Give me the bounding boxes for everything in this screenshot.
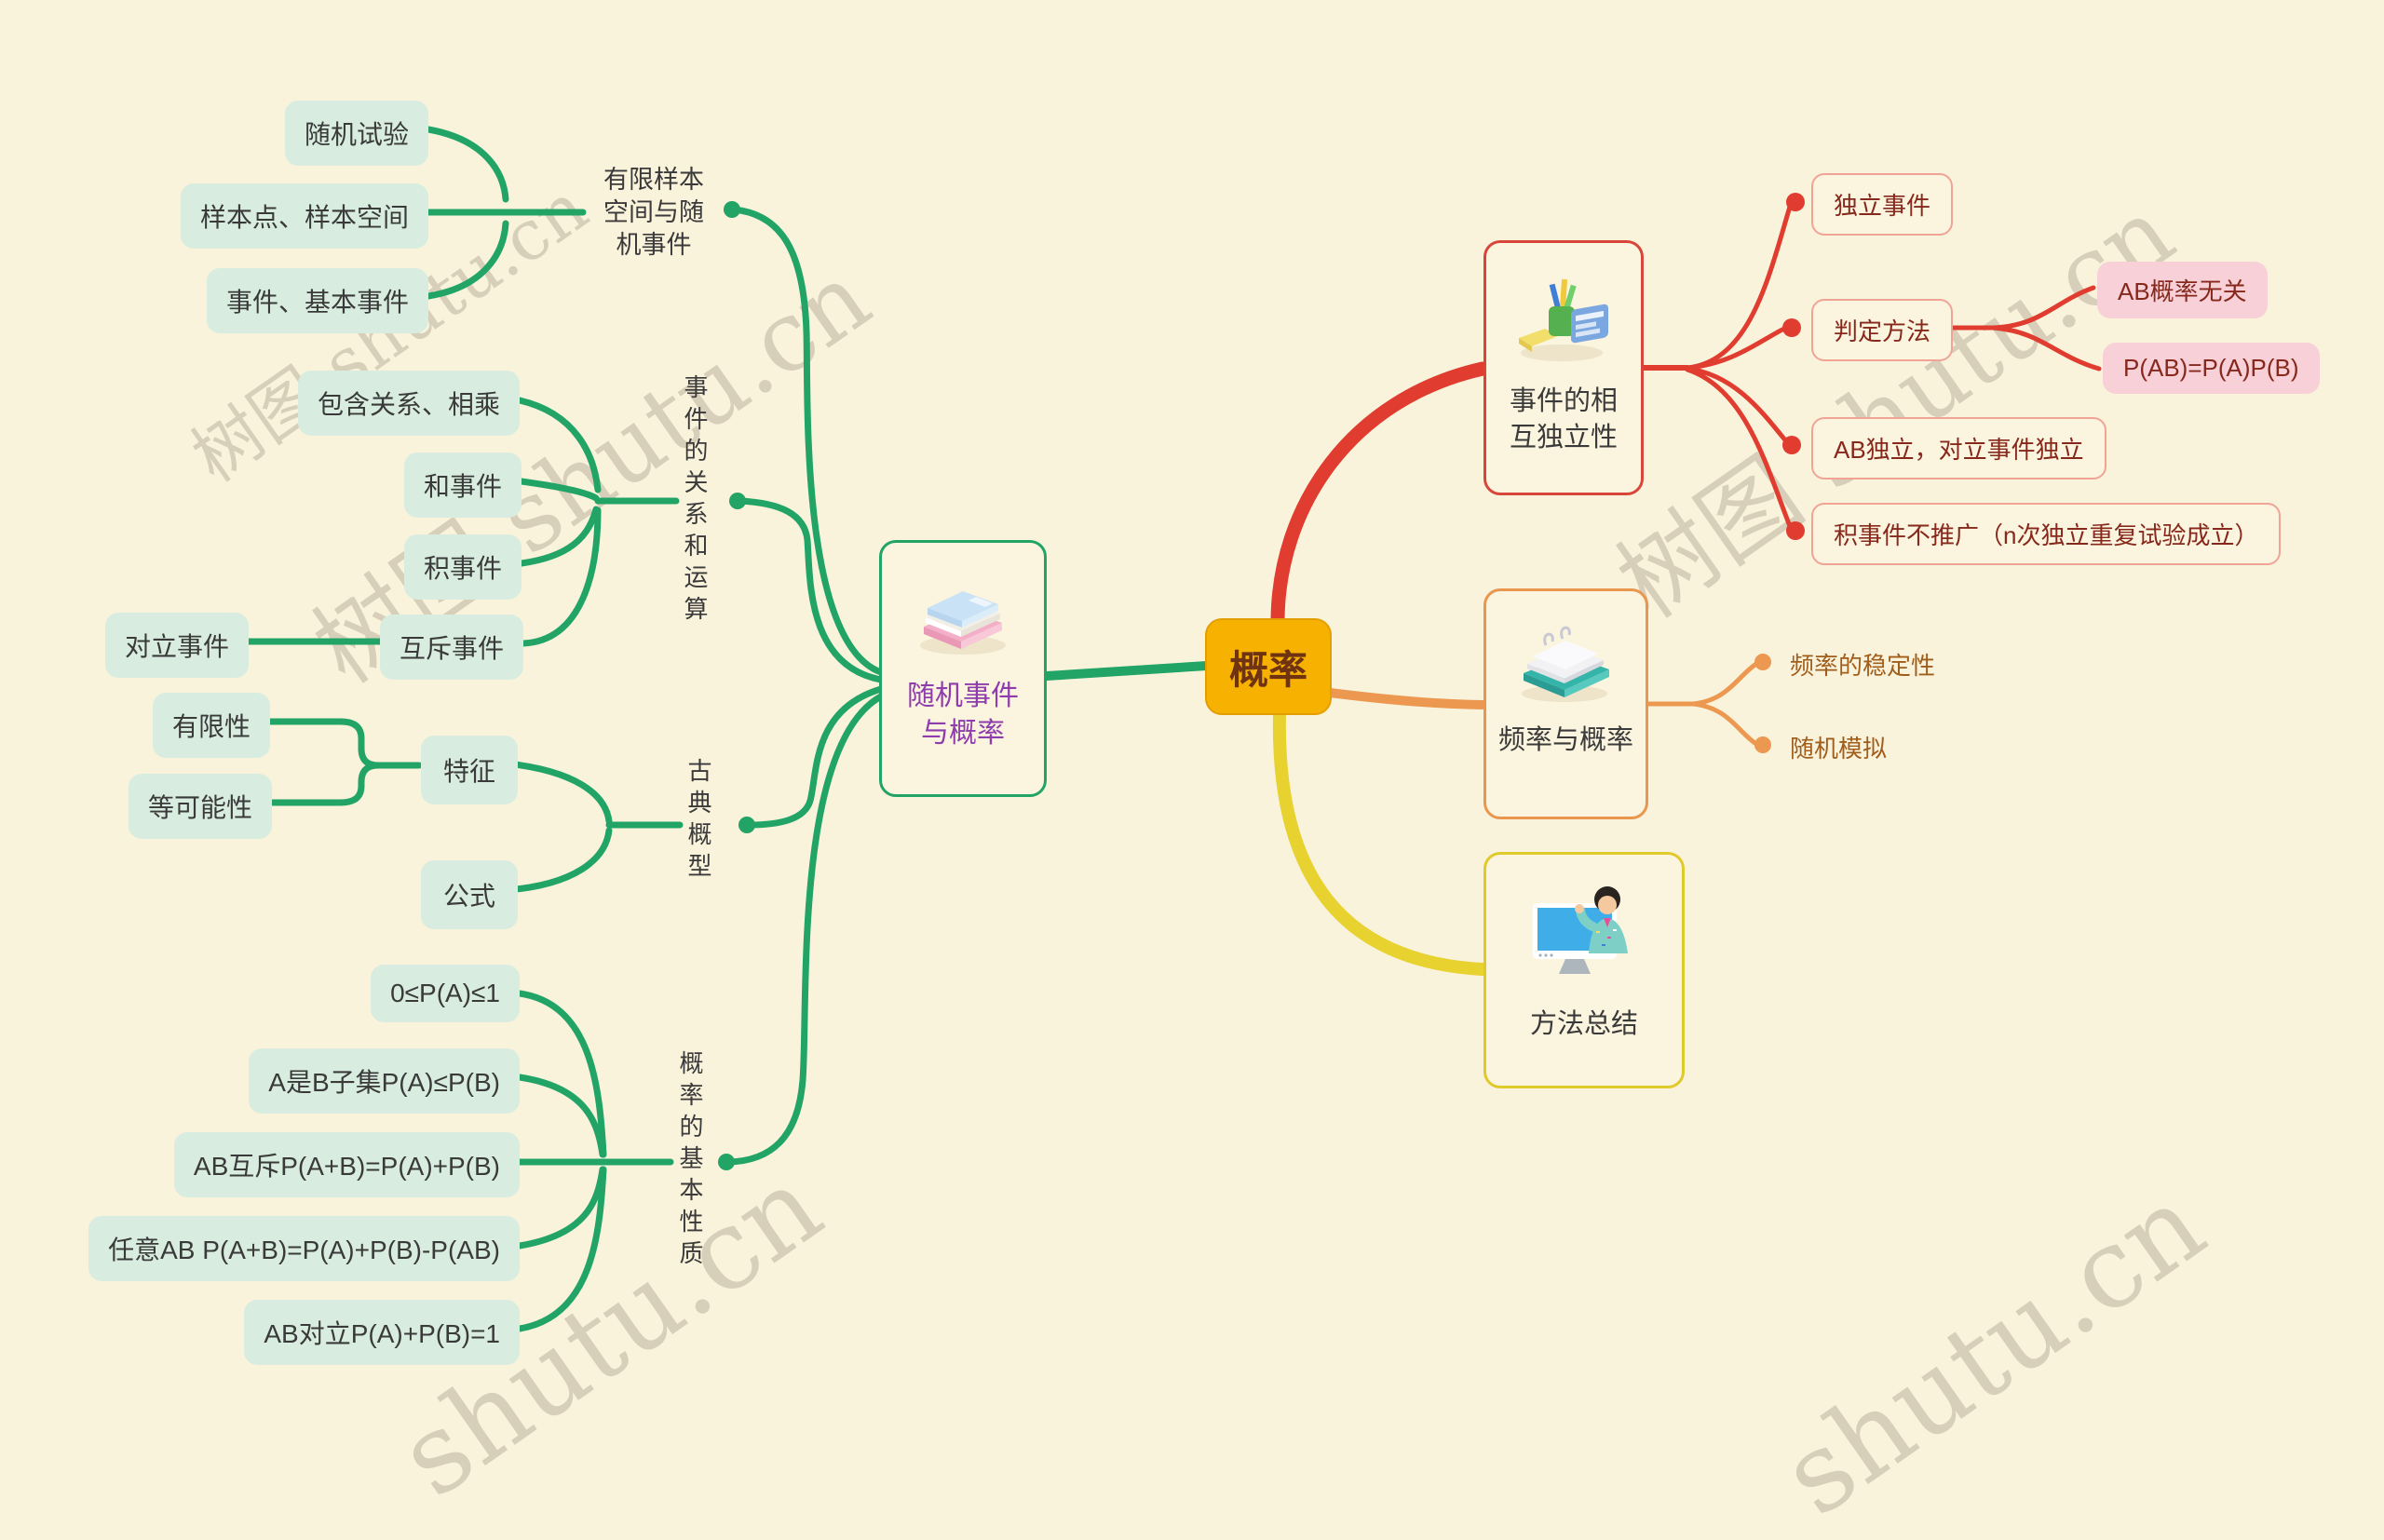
topic-title-line: 事件的相 bbox=[1509, 386, 1618, 416]
node-sum-event[interactable]: 和事件 bbox=[403, 453, 522, 518]
center-to-independence-link bbox=[1270, 361, 1490, 629]
root-title-line: 随机事件 bbox=[907, 681, 1019, 711]
connector-path bbox=[1685, 366, 1789, 444]
connector-path bbox=[425, 220, 509, 300]
node-formula[interactable]: 公式 bbox=[421, 860, 519, 929]
root-title-line: 与概率 bbox=[921, 718, 1005, 749]
connector-path bbox=[1990, 285, 2096, 331]
topic-random-event-probability[interactable]: 随机事件 与概率 bbox=[879, 540, 1047, 797]
node-independent-event[interactable]: 独立事件 bbox=[1811, 173, 1954, 236]
connector-path bbox=[268, 762, 382, 806]
node-ab-independent-opposite[interactable]: AB独立，对立事件独立 bbox=[1811, 417, 2106, 480]
frequency-dots bbox=[1754, 654, 1771, 753]
node-ab-probability-unrelated[interactable]: AB概率无关 bbox=[2097, 262, 2268, 318]
frequency-links bbox=[1646, 661, 1759, 747]
topic-frequency-probability[interactable]: 频率与概率 bbox=[1483, 588, 1648, 819]
branch-label-line: 有限样本 bbox=[603, 166, 704, 194]
center-to-frequency-link bbox=[1325, 688, 1487, 709]
connector-path bbox=[1990, 325, 2102, 371]
connector-path bbox=[736, 497, 885, 683]
connector-path bbox=[516, 1166, 607, 1332]
topic-method-summary[interactable]: 方法总结 bbox=[1483, 852, 1685, 1088]
node-subset-rule[interactable]: A是B子集P(A)≤P(B) bbox=[249, 1048, 520, 1114]
branch-dot bbox=[1782, 318, 1801, 337]
node-mutually-exclusive[interactable]: 互斥事件 bbox=[379, 615, 523, 680]
connector-path bbox=[1690, 701, 1759, 747]
branch-label-finite-sample[interactable]: 有限样本 空间与随 机事件 bbox=[587, 164, 721, 262]
node-sample-point-space[interactable]: 样本点、样本空间 bbox=[180, 183, 428, 249]
node-general-addition[interactable]: 任意AB P(A+B)=P(A)+P(B)-P(AB) bbox=[88, 1216, 520, 1281]
node-judgment-method[interactable]: 判定方法 bbox=[1811, 299, 1954, 361]
branch-dot bbox=[1754, 654, 1771, 670]
node-opposite-sum[interactable]: AB对立P(A)+P(B)=1 bbox=[244, 1300, 520, 1365]
branch-dot bbox=[729, 493, 746, 509]
connector-path bbox=[1685, 325, 1789, 371]
left-branch-links bbox=[245, 126, 885, 1332]
branch-label-line: 空间与随 bbox=[603, 198, 704, 226]
notebook-icon bbox=[1507, 615, 1626, 709]
connector-path bbox=[516, 990, 607, 1158]
connector-path bbox=[745, 685, 885, 829]
connector-path bbox=[504, 827, 613, 894]
connector-path bbox=[516, 397, 602, 493]
connector-path bbox=[518, 478, 600, 502]
branch-label-classical-model[interactable]: 古典概型 bbox=[684, 758, 712, 885]
node-product-event-no-extend[interactable]: 积事件不推广（n次独立重复试验成立） bbox=[1811, 503, 2282, 565]
pen-cup-icon bbox=[1508, 267, 1619, 372]
connector-path bbox=[730, 206, 885, 676]
teacher-icon bbox=[1522, 879, 1646, 993]
connector-path bbox=[504, 760, 613, 825]
connector-path bbox=[425, 126, 509, 203]
branch-dot bbox=[718, 1154, 735, 1170]
center-to-summary-link bbox=[1272, 707, 1489, 976]
independence-links bbox=[1641, 204, 2102, 529]
branch-label-basic-property[interactable]: 概率的基本性质 bbox=[676, 1050, 704, 1272]
connector-path bbox=[725, 693, 885, 1166]
left-branch-dots bbox=[718, 201, 755, 1170]
root-to-center-link bbox=[1042, 661, 1212, 681]
node-event-basic-event[interactable]: 事件、基本事件 bbox=[206, 268, 428, 333]
topic-event-independence[interactable]: 事件的相 互独立性 bbox=[1483, 240, 1644, 495]
node-prob-range[interactable]: 0≤P(A)≤1 bbox=[371, 965, 520, 1022]
node-equal-possibility[interactable]: 等可能性 bbox=[128, 774, 272, 839]
node-inclusion-relation[interactable]: 包含关系、相乘 bbox=[297, 371, 520, 436]
central-topic-probability[interactable]: 概率 bbox=[1205, 618, 1332, 715]
topic-title-line: 互独立性 bbox=[1509, 423, 1618, 453]
branch-dot bbox=[1754, 736, 1771, 753]
mindmap-canvas: 树图.shutu.cn 树图 shutu.cn 树图 shutu.cn shut… bbox=[88, 101, 2320, 1540]
branch-label-line: 机事件 bbox=[616, 231, 692, 259]
branch-label-event-relation[interactable]: 事件的关系和运算 bbox=[681, 374, 709, 628]
branch-dot bbox=[1786, 521, 1805, 540]
topic-title: 方法总结 bbox=[1529, 1009, 1638, 1039]
connector-path bbox=[1690, 661, 1759, 707]
node-finiteness[interactable]: 有限性 bbox=[152, 693, 270, 758]
connector-path bbox=[516, 1074, 606, 1158]
node-random-experiment[interactable]: 随机试验 bbox=[284, 101, 428, 166]
branch-dot bbox=[1786, 193, 1805, 211]
node-opposite-event[interactable]: 对立事件 bbox=[104, 613, 249, 678]
node-frequency-stability[interactable]: 频率的稳定性 bbox=[1790, 652, 1936, 680]
connector-path bbox=[518, 506, 600, 567]
branch-dot bbox=[1782, 436, 1801, 454]
node-exclusive-addition[interactable]: AB互斥P(A+B)=P(A)+P(B) bbox=[173, 1132, 520, 1197]
topic-title: 频率与概率 bbox=[1497, 725, 1633, 755]
connector-path bbox=[1685, 367, 1793, 529]
connector-path bbox=[1685, 204, 1793, 371]
node-pab-formula[interactable]: P(AB)=P(A)P(B) bbox=[2103, 343, 2320, 394]
connector-path bbox=[516, 1166, 606, 1250]
connector-path bbox=[520, 507, 602, 647]
connector-path bbox=[266, 718, 423, 769]
branch-dot bbox=[724, 201, 740, 218]
node-feature[interactable]: 特征 bbox=[421, 736, 519, 804]
node-random-simulation[interactable]: 随机模拟 bbox=[1790, 735, 1888, 763]
branch-dot bbox=[738, 817, 755, 833]
independence-dots bbox=[1782, 193, 1805, 540]
connector-layer bbox=[245, 126, 2102, 1332]
node-product-event[interactable]: 积事件 bbox=[403, 534, 522, 600]
books-stack-icon bbox=[905, 567, 1021, 665]
